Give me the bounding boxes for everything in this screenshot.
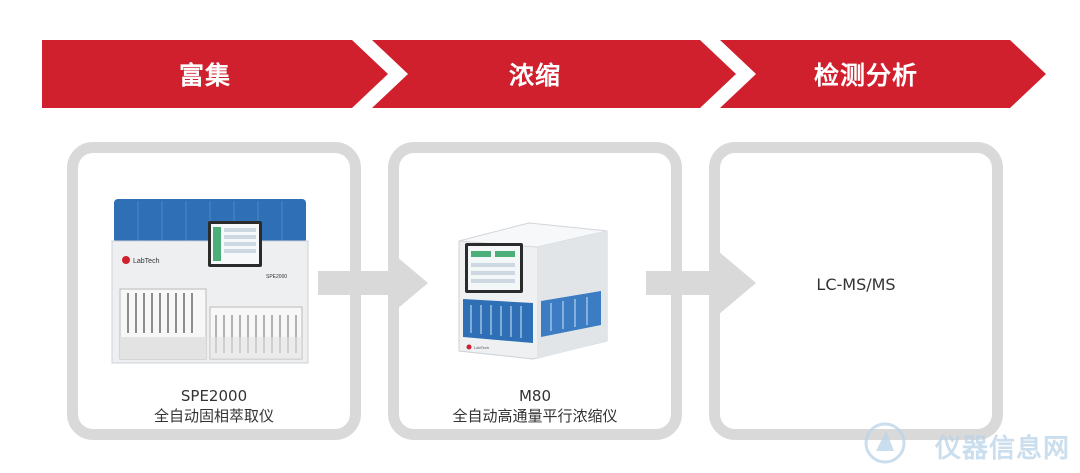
spe2000-name: 全自动固相萃取仪 (153, 407, 274, 425)
m80-model: M80 (518, 387, 552, 405)
step-label-enrich: 富集 (178, 61, 231, 90)
watermark-text: 仪器信息网 (934, 434, 1070, 464)
flow-arrow-1 (318, 251, 428, 315)
step-chevron-concentrate (372, 40, 736, 108)
m80-name: 全自动高通量平行浓缩仪 (452, 407, 618, 425)
process-banner (42, 40, 1046, 108)
m80-device-image: LabTech (458, 222, 608, 360)
step-label-concentrate: 浓缩 (508, 61, 561, 90)
step-chevron-detect (720, 40, 1046, 108)
spe2000-body-label: SPE2000 (266, 274, 287, 280)
step-label-detect: 检测分析 (813, 61, 918, 90)
m80-brand: LabTech (474, 345, 489, 350)
spe2000-model: SPE2000 (180, 387, 248, 405)
watermark-logo-icon (864, 422, 906, 464)
flow-arrow-2 (646, 251, 756, 315)
lcms-label: LC-MS/MS (816, 275, 896, 294)
spe2000-brand: LabTech (133, 258, 160, 265)
spe2000-device-image: LabTech SPE2000 (111, 199, 309, 364)
step-chevron-enrich (42, 40, 388, 108)
